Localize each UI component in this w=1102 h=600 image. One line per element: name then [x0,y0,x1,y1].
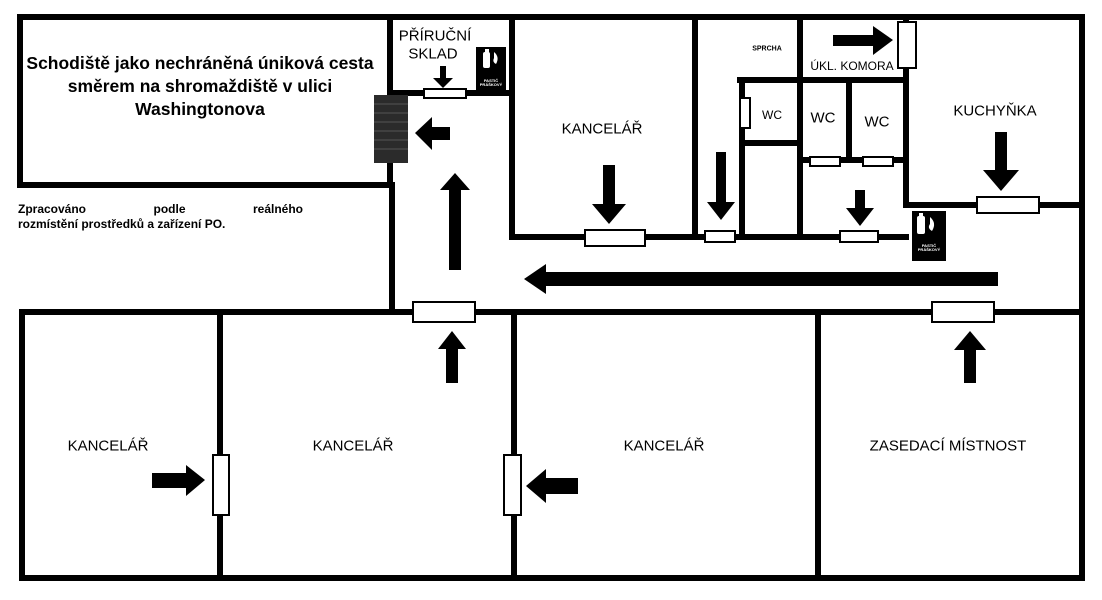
stairs-icon [374,95,408,163]
door-office-s3 [503,454,522,516]
arrow-up-icon [440,173,470,270]
room-label-wc-2: WC [810,109,836,127]
door-office-s2 [412,301,476,323]
door-wc-lobby [839,230,879,243]
door-wc-1 [739,97,751,129]
arrow-down-icon [592,165,626,224]
room-label-kitchen: KUCHYŇKA [953,102,1037,120]
arrow-down-icon [433,66,453,88]
room-label-wc-3: WC [864,113,890,131]
evacuation-heading: Schodiště jako nechráněná úniková cesta … [26,53,374,119]
extinguisher-caption-store: PASTIČ PRÁŠKOVÝ [479,78,503,87]
room-label-cleaning: ÚKL. KOMORA [810,59,894,73]
plan-note-line-1: Zpracováno podle reálného [18,202,303,216]
extinguisher-caption-corridor: PASTIČ PRÁŠKOVÝ [917,243,941,252]
room-label-store-line-1: PŘÍRUČNÍ [398,27,472,45]
room-label-office-s3: KANCELÁŘ [623,437,705,455]
door-wc-2 [809,156,841,167]
arrow-down-icon [983,132,1019,191]
extinguisher-sign-corridor [912,211,946,261]
door-office-sw [212,454,230,516]
plan-note-line-2: rozmístění prostředků a zařízení PO. [18,217,226,231]
escape-arrows [152,26,1019,503]
arrow-left-icon [524,264,998,294]
arrow-down-icon [846,190,874,226]
room-label-office-s2: KANCELÁŘ [312,437,394,455]
room-label-store-line-2: SKLAD [408,45,458,63]
plan-note: Zpracováno podle reálného rozmístění pro… [18,202,303,232]
door-office-north [584,229,646,247]
room-label-wc-1: WC [762,108,782,122]
room-label-shower: SPRCHA [752,45,782,53]
room-label-meeting: ZASEDACÍ MÍSTNOST [869,437,1027,455]
door-store [423,88,467,99]
arrow-right-icon [152,465,205,496]
door-kitchen [976,196,1040,214]
arrow-up-icon [438,331,466,383]
arrow-down-icon [707,152,735,220]
arrow-right-icon [833,26,893,55]
arrow-left-icon [526,469,578,503]
extinguisher-sign-store [476,47,506,92]
door-shower [704,230,736,243]
room-label-office-north: KANCELÁŘ [561,120,643,138]
stairs-steps [374,103,408,150]
door-cleaning [897,21,917,69]
arrow-left-icon [415,117,450,150]
room-label-office-sw: KANCELÁŘ [67,437,149,455]
door-meeting [931,301,995,323]
arrow-up-icon [954,331,986,383]
door-wc-3 [862,156,894,167]
